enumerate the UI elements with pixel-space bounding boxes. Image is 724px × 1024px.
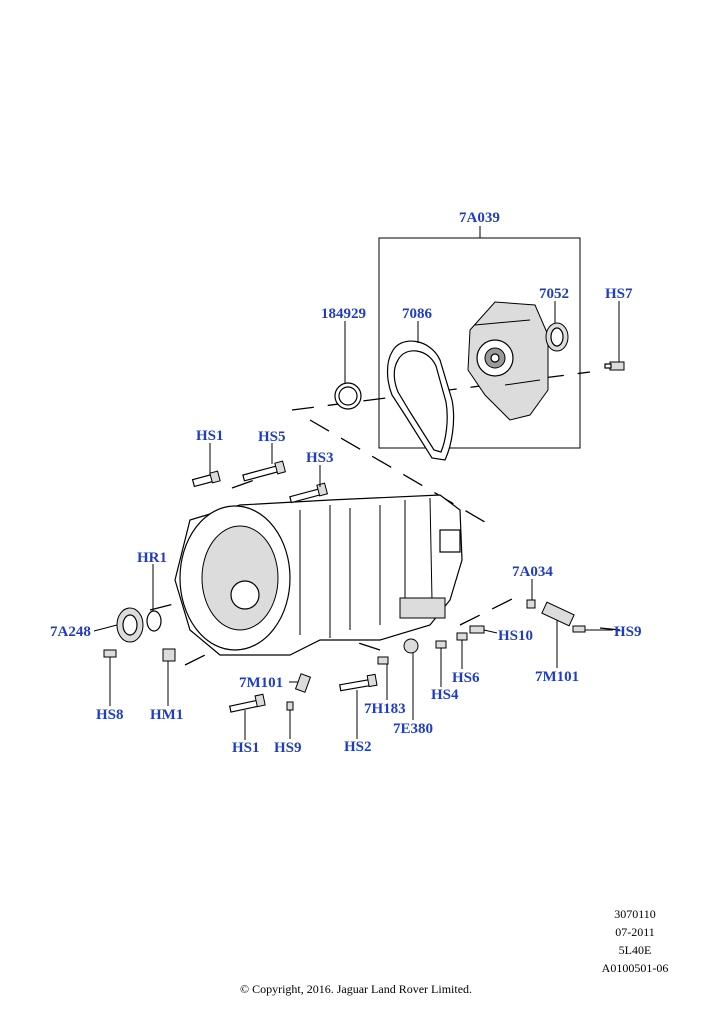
speed-sensor-7M101-left[interactable] — [294, 673, 312, 693]
callout-HM1[interactable]: HM1 — [150, 707, 183, 723]
diagram-reference-info: 3070110 07-2011 5L40E A0100501-06 — [602, 907, 669, 975]
bolt-HS9-bottom[interactable] — [286, 701, 294, 711]
callout-184929[interactable]: 184929 — [321, 306, 366, 322]
callout-HS6[interactable]: HS6 — [452, 670, 480, 686]
transmission-case[interactable] — [174, 494, 463, 656]
callout-7M101-right[interactable]: 7M101 — [535, 669, 579, 685]
bolt-HS10[interactable] — [469, 625, 485, 634]
bolt-HS1-top[interactable] — [191, 470, 221, 488]
callout-7M101-left[interactable]: 7M101 — [239, 675, 283, 691]
bolt-7H183[interactable] — [377, 656, 389, 665]
callout-HS7[interactable]: HS7 — [605, 286, 633, 302]
reference-number: 3070110 — [614, 907, 656, 921]
callout-HS9-bottom[interactable]: HS9 — [274, 740, 302, 756]
callout-7H183[interactable]: 7H183 — [364, 701, 406, 717]
o-ring-HR1[interactable] — [146, 610, 162, 632]
callout-HS5[interactable]: HS5 — [258, 429, 286, 445]
callout-HS4[interactable]: HS4 — [431, 687, 459, 703]
callout-HS3[interactable]: HS3 — [306, 450, 334, 466]
plug-HM1[interactable] — [162, 648, 176, 662]
callout-7A248[interactable]: 7A248 — [50, 624, 91, 640]
clip-7A034[interactable] — [526, 599, 536, 609]
oil-pump-7A039[interactable] — [467, 301, 549, 421]
plug-7E380[interactable] — [403, 638, 419, 654]
callout-7052[interactable]: 7052 — [539, 286, 569, 302]
seal-7052[interactable] — [545, 322, 569, 352]
seal-ring-184929[interactable] — [334, 382, 362, 410]
callout-HS10[interactable]: HS10 — [498, 628, 533, 644]
reference-model: 5L40E — [619, 943, 652, 957]
bolt-HS9-right[interactable] — [572, 625, 586, 633]
reference-date: 07-2011 — [615, 925, 655, 939]
callout-7086[interactable]: 7086 — [402, 306, 433, 322]
bolt-HS7[interactable] — [604, 361, 625, 371]
reference-code: A0100501-06 — [602, 961, 669, 975]
callout-7E380[interactable]: 7E380 — [393, 721, 433, 737]
bolt-HS5[interactable] — [242, 460, 287, 482]
pump-group-box — [378, 226, 581, 449]
copyright-notice: © Copyright, 2016. Jaguar Land Rover Lim… — [240, 982, 472, 996]
leader-lines — [93, 301, 620, 740]
callout-HS1-bottom[interactable]: HS1 — [232, 740, 260, 756]
callout-HS1-top[interactable]: HS1 — [196, 428, 224, 444]
callout-7A034[interactable]: 7A034 — [512, 564, 553, 580]
bolt-HS2[interactable] — [339, 673, 378, 692]
bolt-HS3[interactable] — [289, 482, 329, 504]
bolt-HS4[interactable] — [435, 640, 447, 649]
seal-7A248[interactable] — [116, 607, 144, 643]
callout-HR1[interactable]: HR1 — [137, 550, 167, 566]
bolt-HS1-bottom[interactable] — [228, 693, 266, 713]
callout-HS2[interactable]: HS2 — [344, 739, 372, 755]
callout-labels: 7A039 184929 7086 7052 HS7 HS1 HS5 HS3 H… — [50, 210, 642, 756]
callout-HS9-right[interactable]: HS9 — [614, 624, 642, 640]
gasket-7086[interactable] — [386, 340, 455, 461]
callout-HS8[interactable]: HS8 — [96, 707, 124, 723]
speed-sensor-7M101-right[interactable] — [541, 601, 575, 627]
callout-7A039[interactable]: 7A039 — [459, 210, 500, 226]
bolt-HS6[interactable] — [456, 632, 468, 641]
bolt-HS8[interactable] — [103, 649, 117, 658]
